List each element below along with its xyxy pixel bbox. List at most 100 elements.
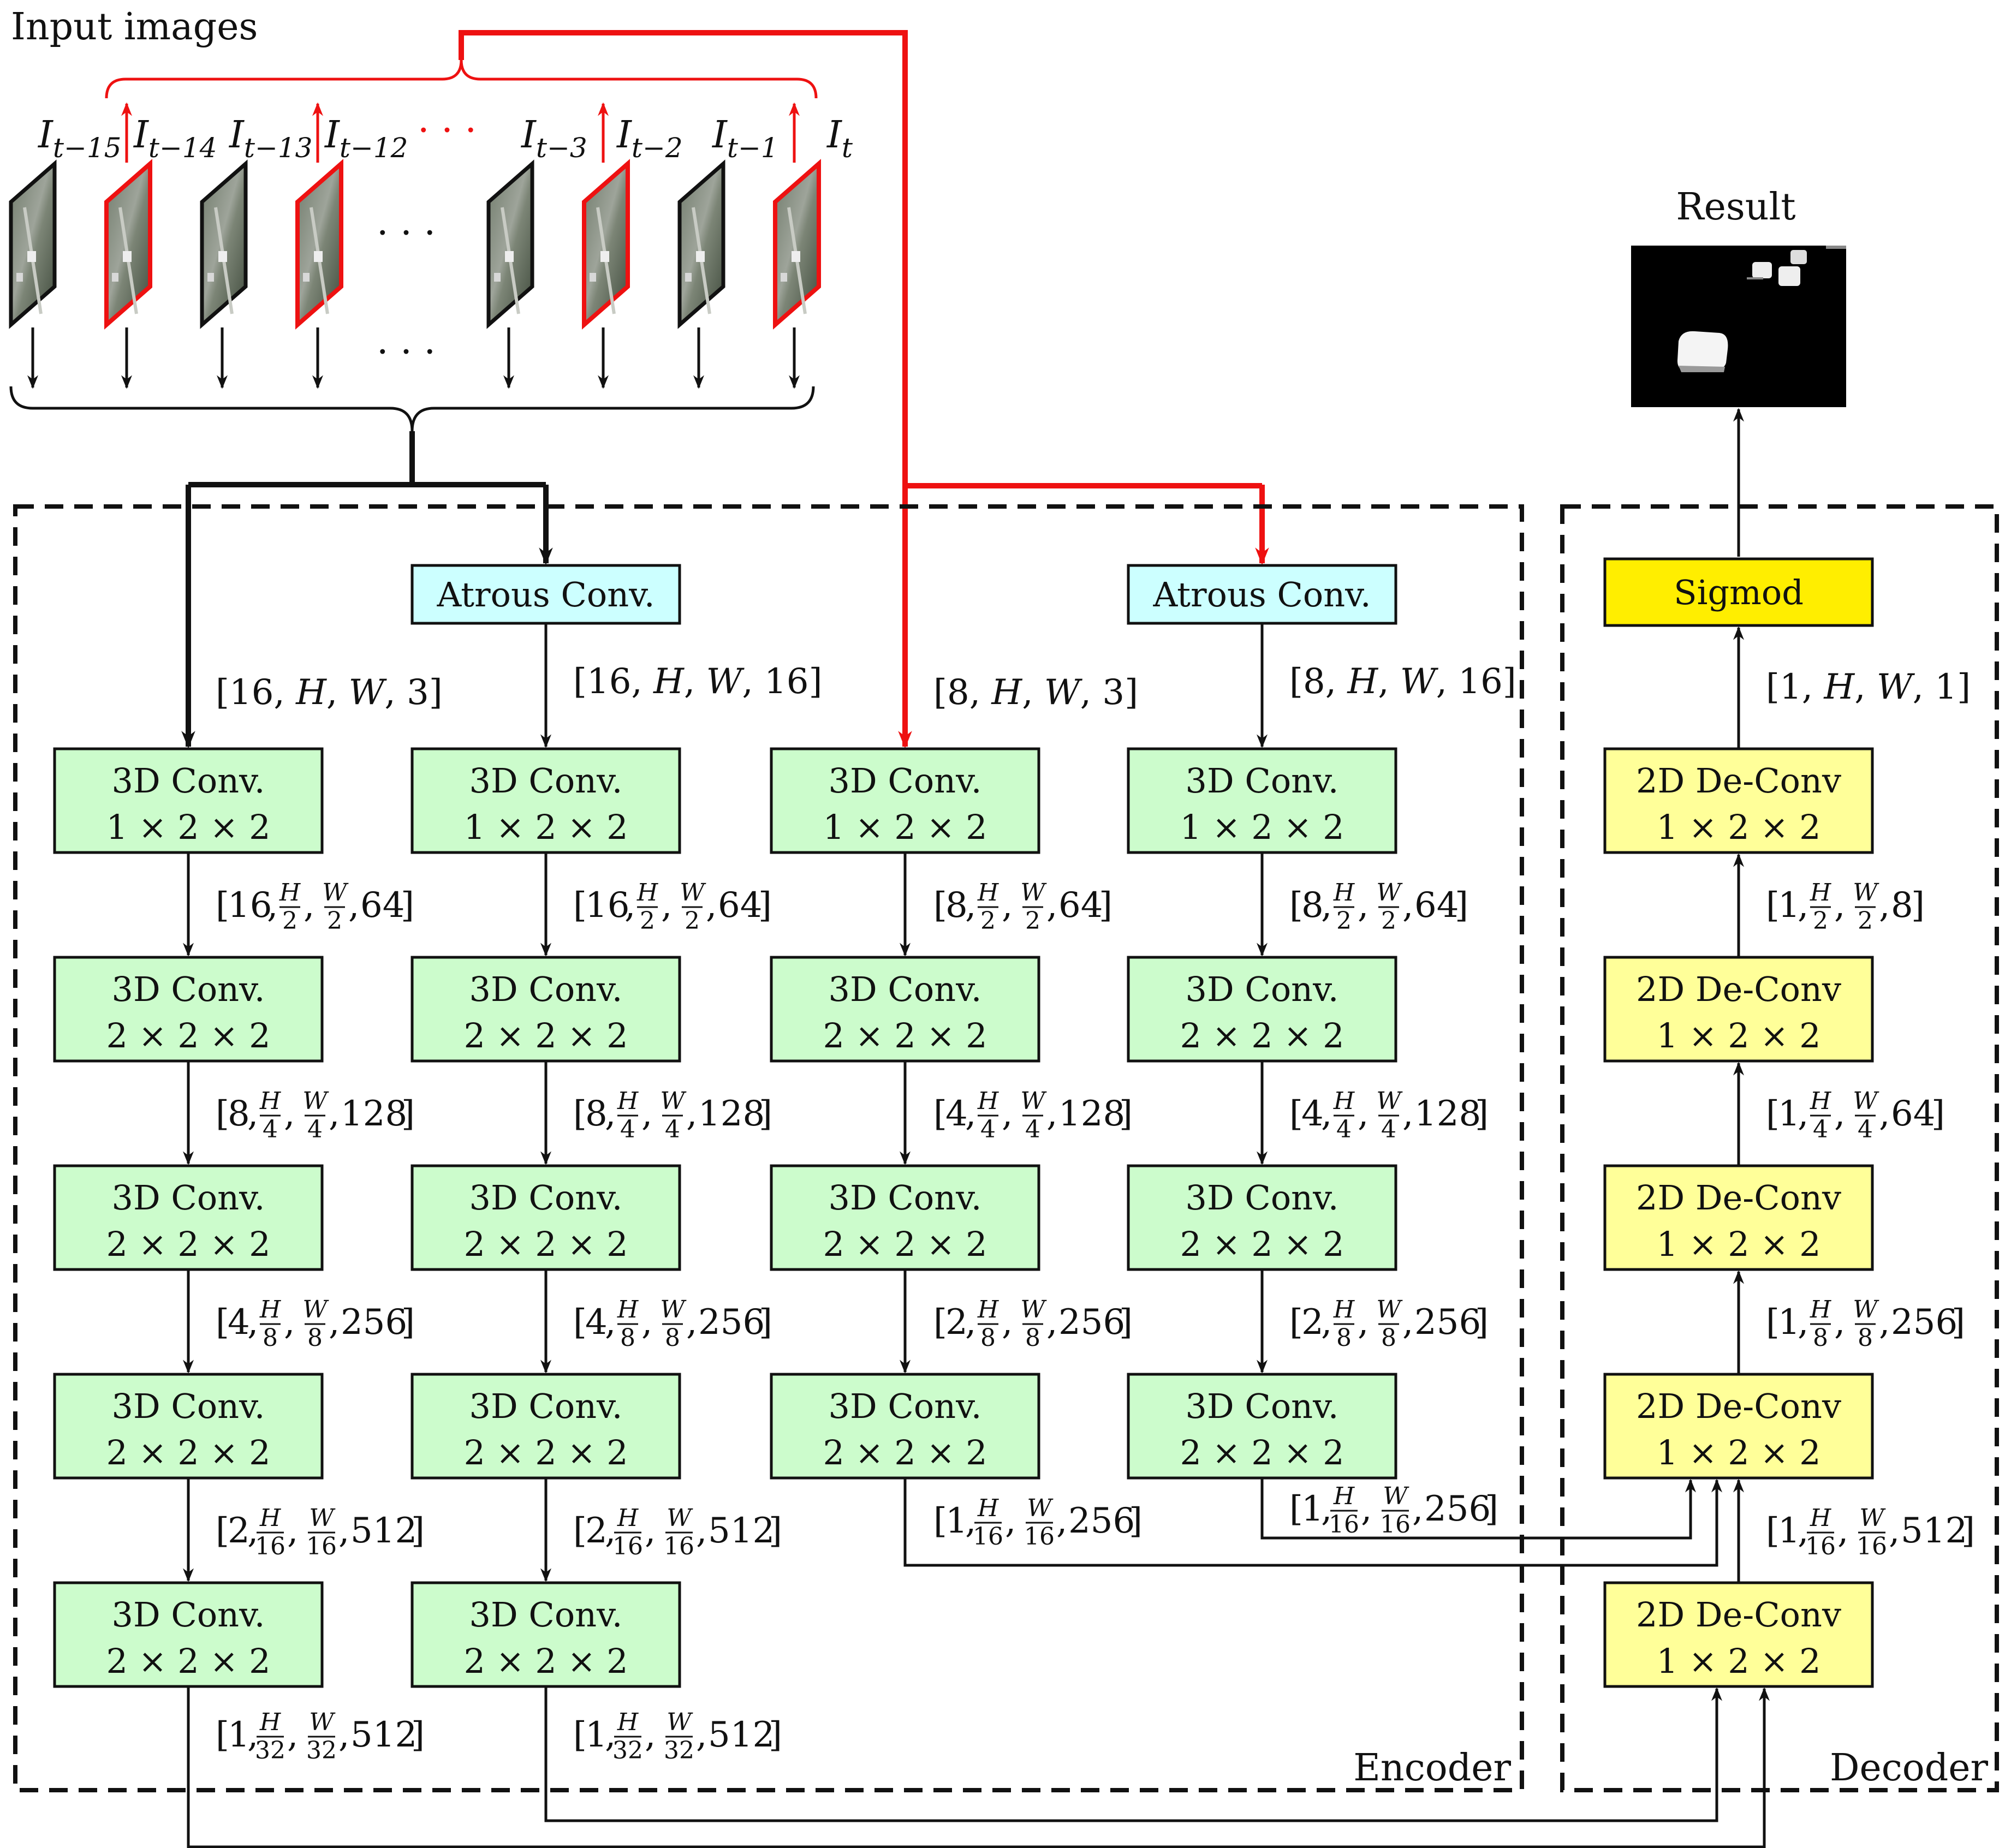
all-frames-path	[188, 431, 546, 487]
shape-label: [1,H16,W16,512]	[1766, 1504, 1975, 1560]
frame-label: It−13	[228, 114, 313, 164]
svg-text:]: ]	[758, 885, 772, 926]
block-title: 2D De-Conv	[1636, 1178, 1841, 1218]
svg-text:8: 8	[1381, 1324, 1396, 1352]
svg-text:[: [	[573, 1094, 587, 1134]
svg-text:W: W	[309, 1504, 336, 1532]
svg-text:]: ]	[1129, 1501, 1143, 1541]
shape-label: [8,H4,W4,128]	[573, 1087, 772, 1143]
svg-text:32: 32	[306, 1737, 337, 1764]
conv3d-block: 3D Conv.1 × 2 × 2	[53, 747, 324, 854]
shape-label: [1,H4,W4,64]	[1766, 1087, 1945, 1143]
svg-text:,: ,	[1358, 1094, 1369, 1134]
svg-text:1: 1	[1301, 1489, 1324, 1529]
block-kernel: 2 × 2 × 2	[823, 1224, 987, 1264]
svg-text:,: ,	[1046, 885, 1057, 926]
svg-text:W: W	[322, 879, 349, 907]
svg-text:[: [	[573, 1715, 587, 1755]
svg-text:8: 8	[1301, 885, 1324, 926]
shape-label: [8, H, W, 16]	[1289, 661, 1516, 702]
svg-text:,: ,	[605, 1511, 616, 1551]
svg-text:64: 64	[360, 885, 404, 926]
svg-text:W: W	[1020, 1087, 1047, 1115]
svg-text:[: [	[933, 885, 947, 926]
shape-label: [8, H, W, 3]	[933, 672, 1138, 713]
svg-text:2: 2	[945, 1302, 968, 1343]
shape-label: [2,H16,W16,512]	[573, 1504, 782, 1560]
block-kernel: 2 × 2 × 2	[823, 1016, 987, 1056]
svg-text:,: ,	[247, 1511, 258, 1551]
svg-text:H: H	[1810, 1087, 1832, 1115]
block-title: 3D Conv.	[469, 761, 623, 801]
shape-label: [1,H16,W16,256]	[933, 1494, 1143, 1551]
svg-text:512: 512	[350, 1511, 417, 1551]
svg-text:,: ,	[965, 885, 976, 926]
svg-text:H: H	[977, 1494, 999, 1522]
block-kernel: 2 × 2 × 2	[463, 1641, 628, 1681]
shape-label: [1,H32,W32,512]	[573, 1708, 782, 1764]
frames-ellipsis: · · ·	[377, 212, 436, 255]
conv3d-block: 3D Conv.2 × 2 × 2	[53, 956, 324, 1063]
svg-text:16: 16	[612, 1533, 643, 1560]
svg-text:W: W	[1376, 1296, 1403, 1324]
svg-text:H: H	[259, 1708, 282, 1736]
svg-text:,: ,	[686, 1302, 697, 1343]
conv3d-block: 3D Conv.2 × 2 × 2	[410, 1373, 681, 1480]
svg-text:,: ,	[686, 1094, 697, 1134]
svg-text:,: ,	[645, 1511, 656, 1551]
svg-text:H: H	[977, 1296, 999, 1324]
svg-text:256: 256	[698, 1302, 765, 1343]
svg-text:128: 128	[1058, 1094, 1125, 1134]
svg-text:32: 32	[255, 1737, 285, 1764]
svg-text:8: 8	[1025, 1324, 1040, 1352]
svg-text:H: H	[259, 1296, 282, 1324]
svg-text:,: ,	[696, 1511, 707, 1551]
svg-text:64: 64	[1414, 885, 1459, 926]
svg-text:W: W	[1853, 879, 1879, 907]
svg-text:]: ]	[1485, 1489, 1498, 1529]
svg-text:16: 16	[973, 1523, 1003, 1551]
svg-text:[: [	[1766, 1511, 1780, 1551]
svg-text:4: 4	[1813, 1116, 1828, 1143]
svg-text:[: [	[1289, 1094, 1303, 1134]
frame-thumbnail	[104, 159, 152, 330]
svg-text:16: 16	[1380, 1511, 1411, 1539]
svg-text:,: ,	[1402, 1302, 1413, 1343]
svg-text:]: ]	[1475, 1302, 1489, 1343]
svg-text:512: 512	[350, 1715, 417, 1755]
svg-text:2: 2	[1336, 907, 1352, 935]
svg-text:W: W	[667, 1708, 693, 1736]
svg-text:,: ,	[1798, 1094, 1808, 1134]
block-title: 3D Conv.	[469, 1595, 623, 1635]
shape-label: [2,H16,W16,512]	[216, 1504, 425, 1560]
frame-label: It	[826, 114, 853, 164]
conv3d-block: 3D Conv.1 × 2 × 2	[1127, 747, 1397, 854]
svg-text:W: W	[302, 1087, 329, 1115]
shape-label: [1,H2,W2,8]	[1766, 879, 1925, 935]
shape-label: [1,H16,W16,256]	[1289, 1482, 1498, 1539]
svg-text:[: [	[933, 1302, 947, 1343]
svg-text:8: 8	[1336, 1324, 1352, 1352]
svg-text:,: ,	[284, 1302, 295, 1343]
svg-text:,: ,	[605, 1302, 616, 1343]
svg-text:W: W	[1853, 1087, 1879, 1115]
network-blocks: Atrous Conv.Atrous Conv.3D Conv.1 × 2 × …	[53, 557, 1874, 1688]
svg-text:,: ,	[641, 1094, 652, 1134]
svg-text:4: 4	[263, 1116, 278, 1143]
svg-text:[: [	[1766, 1302, 1780, 1343]
svg-text:W: W	[1853, 1296, 1879, 1324]
svg-text:]: ]	[759, 1094, 772, 1134]
svg-text:[: [	[216, 885, 229, 926]
block-kernel: 2 × 2 × 2	[1180, 1433, 1344, 1473]
svg-text:8: 8	[945, 885, 968, 926]
svg-text:4: 4	[1858, 1116, 1873, 1143]
block-title: 3D Conv.	[1186, 1178, 1339, 1218]
frame-label: It−12	[324, 114, 408, 164]
block-kernel: 2 × 2 × 2	[823, 1433, 987, 1473]
svg-text:1: 1	[1778, 1511, 1800, 1551]
svg-text:256: 256	[1058, 1302, 1125, 1343]
svg-text:16: 16	[1857, 1533, 1887, 1560]
svg-text:]: ]	[1119, 1302, 1133, 1343]
svg-text:,: ,	[284, 1094, 295, 1134]
svg-text:4: 4	[1381, 1116, 1396, 1143]
